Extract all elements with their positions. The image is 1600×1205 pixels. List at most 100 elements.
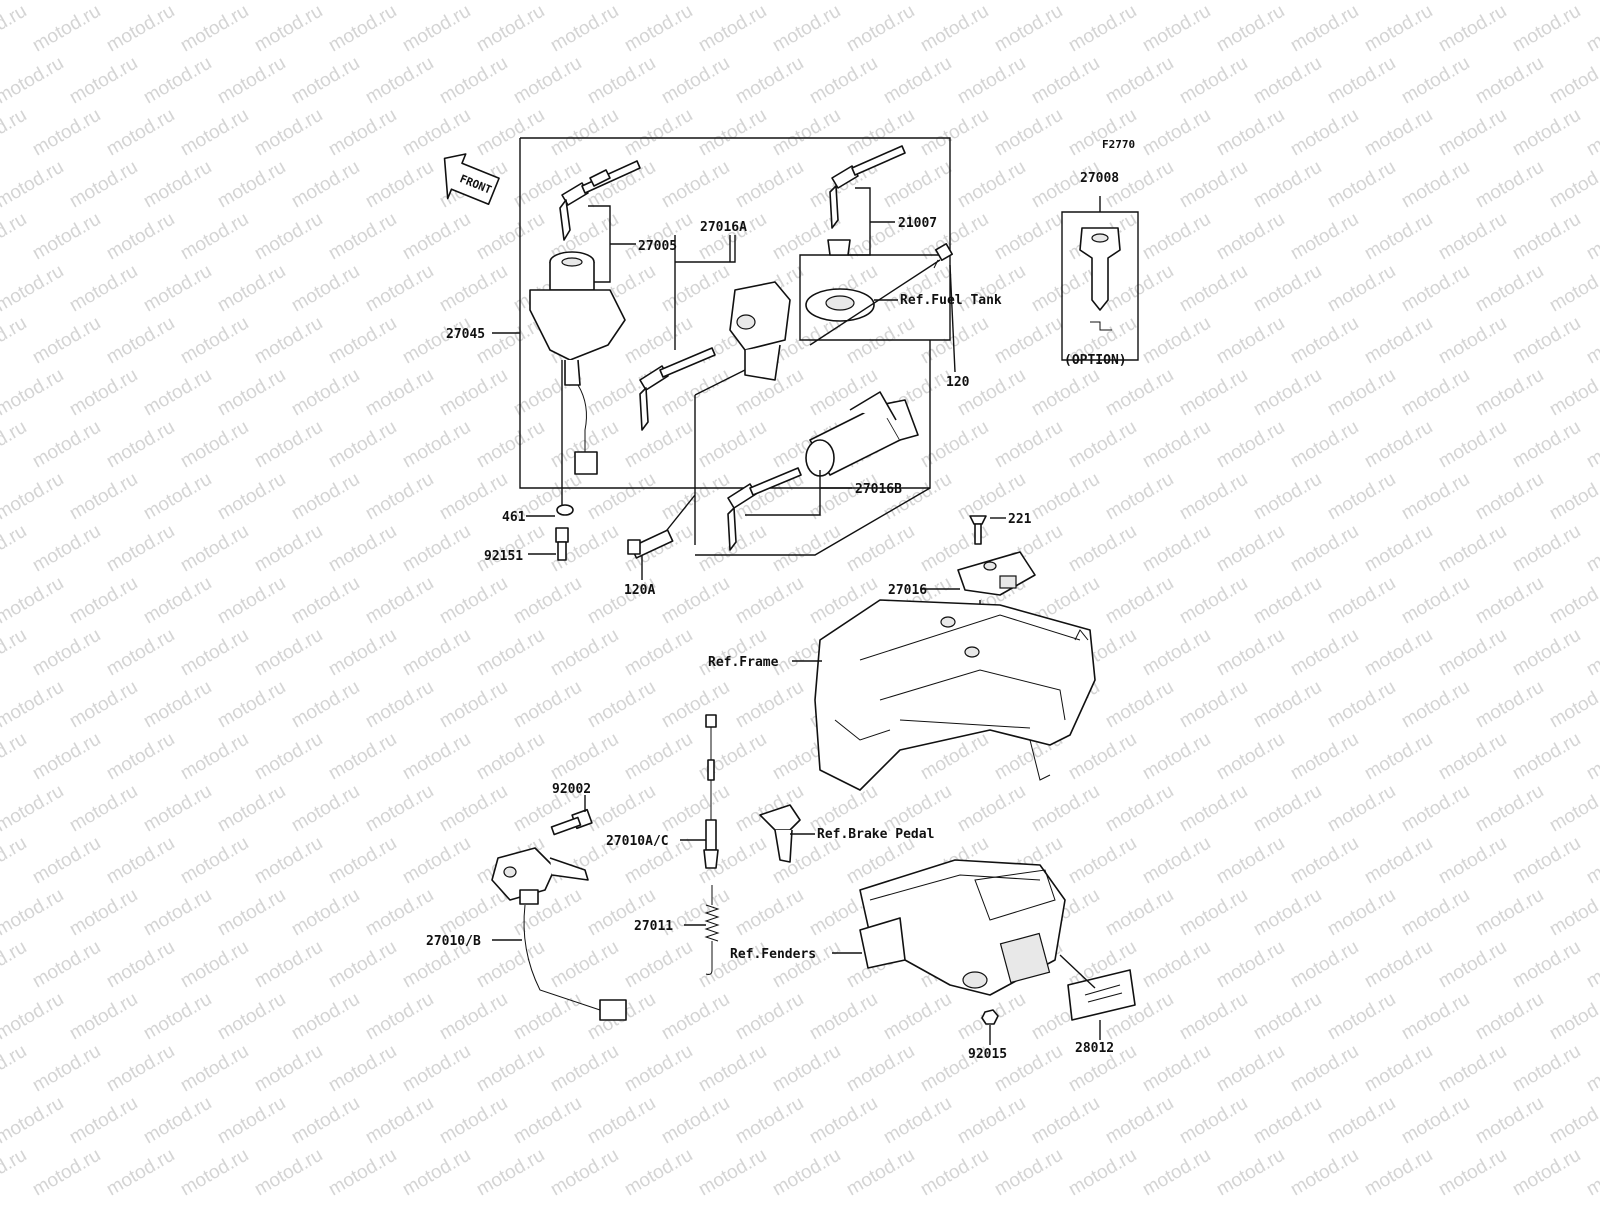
watermark-text: motod.ru [0,625,30,681]
watermark-text: motod.ru [1213,833,1288,889]
watermark-text: motod.ru [0,261,67,317]
watermark-text: motod.ru [769,1145,844,1200]
watermark-text: motod.ru [658,53,733,109]
watermark-text: motod.ru [1398,677,1473,733]
watermark-text: motod.ru [510,989,585,1045]
watermark-text: motod.ru [214,885,289,941]
watermark-text: motod.ru [732,1093,807,1149]
watermark-text: motod.ru [1546,365,1600,421]
watermark-text: motod.ru [1139,209,1214,265]
watermark-text: motod.ru [103,1041,178,1097]
watermark-text: motod.ru [1398,157,1473,213]
watermark-text: motod.ru [1435,729,1510,785]
watermark-text: motod.ru [1509,729,1584,785]
watermark-text: motod.ru [621,105,696,161]
watermark-text: motod.ru [621,417,696,473]
watermark-text: motod.ru [843,521,918,577]
watermark-text: motod.ru [140,365,215,421]
watermark-text: motod.ru [140,677,215,733]
watermark-text: motod.ru [177,625,252,681]
watermark-text: motod.ru [732,677,807,733]
watermark-text: motod.ru [1102,677,1177,733]
watermark-text: motod.ru [732,781,807,837]
watermark-text: motod.ru [1250,781,1325,837]
watermark-text: motod.ru [103,1145,178,1200]
watermark-text: motod.ru [1250,885,1325,941]
watermark-text: motod.ru [0,885,67,941]
watermark-text: motod.ru [66,53,141,109]
watermark-text: motod.ru [288,1093,363,1149]
watermark-text: motod.ru [177,105,252,161]
watermark-text: motod.ru [1546,469,1600,525]
watermark-text: motod.ru [399,521,474,577]
watermark-text: motod.ru [399,105,474,161]
watermark-text: motod.ru [917,105,992,161]
watermark-text: motod.ru [0,469,67,525]
watermark-text: motod.ru [806,989,881,1045]
watermark-text: motod.ru [1250,0,1325,4]
watermark-text: motod.ru [1213,209,1288,265]
watermark-text: motod.ru [1361,105,1436,161]
watermark-text: motod.ru [1176,53,1251,109]
watermark-text: motod.ru [1509,105,1584,161]
watermark-text: motod.ru [1250,1093,1325,1149]
watermark-text: motod.ru [103,625,178,681]
watermark-text: motod.ru [658,1093,733,1149]
watermark-text: motod.ru [584,677,659,733]
watermark-text: motod.ru [1287,105,1362,161]
watermark-text: motod.ru [29,833,104,889]
watermark-text: motod.ru [880,989,955,1045]
watermark-text: motod.ru [288,365,363,421]
watermark-text: motod.ru [325,313,400,369]
watermark-text: motod.ru [769,1,844,57]
watermark-text: motod.ru [362,0,437,4]
watermark-text: motod.ru [103,521,178,577]
watermark-text: motod.ru [1472,365,1547,421]
watermark-text: motod.ru [1176,0,1251,4]
watermark-text: motod.ru [399,729,474,785]
watermark-text: motod.ru [769,937,844,993]
watermark-text: motod.ru [0,989,67,1045]
watermark-text: motod.ru [103,417,178,473]
label-27016: 27016 [888,583,927,598]
watermark-text: motod.ru [1361,521,1436,577]
watermark-text: motod.ru [1287,1,1362,57]
watermark-text: motod.ru [177,417,252,473]
watermark-text: motod.ru [1472,989,1547,1045]
label-120A: 120A [624,583,655,598]
watermark-text: motod.ru [510,157,585,213]
watermark-text: motod.ru [769,1041,844,1097]
watermark-text: motod.ru [0,365,67,421]
watermark-text: motod.ru [510,573,585,629]
watermark-text: motod.ru [177,313,252,369]
watermark-text: motod.ru [1472,157,1547,213]
leader-28012-ref [1059,954,1096,989]
watermark-text: motod.ru [214,0,289,4]
leader-lock-120A [694,369,746,396]
watermark-text: motod.ru [29,313,104,369]
watermark-text: motod.ru [991,417,1066,473]
watermark-text: motod.ru [510,53,585,109]
watermark-text: motod.ru [1213,1041,1288,1097]
watermark-text: motod.ru [991,105,1066,161]
watermark-text: motod.ru [1472,469,1547,525]
leader-120-line [809,259,941,346]
watermark-text: motod.ru [1139,1145,1214,1200]
watermark-text: motod.ru [1028,0,1103,4]
watermark-text: motod.ru [214,781,289,837]
watermark-text: motod.ru [1509,209,1584,265]
watermark-text: motod.ru [103,313,178,369]
watermark-text: motod.ru [1361,937,1436,993]
watermark-text: motod.ru [251,625,326,681]
watermark-text: motod.ru [140,573,215,629]
watermark-text: motod.ru [1287,833,1362,889]
watermark-text: motod.ru [1435,209,1510,265]
watermark-text: motod.ru [1287,1145,1362,1200]
watermark-text: motod.ru [436,469,511,525]
watermark-text: motod.ru [1139,625,1214,681]
watermark-text: motod.ru [1361,1145,1436,1200]
watermark-text: motod.ru [1324,989,1399,1045]
watermark-text: motod.ru [732,0,807,4]
watermark-text: motod.ru [1583,209,1600,265]
watermark-text: motod.ru [547,937,622,993]
